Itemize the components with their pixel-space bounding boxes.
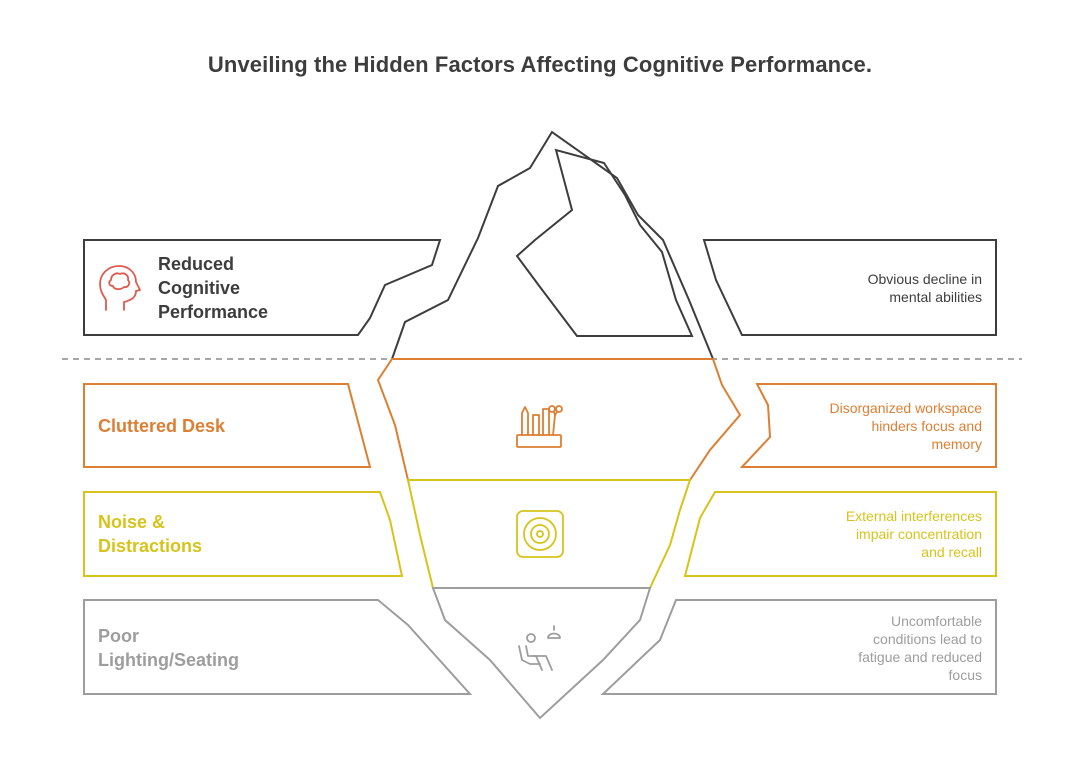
desk-organizer-icon — [516, 405, 563, 448]
diagram-title: Unveiling the Hidden Factors Affecting C… — [207, 52, 873, 77]
level-4-label: Poor Lighting/Seating — [98, 626, 239, 670]
level-1-left-box — [83, 239, 442, 336]
level-1-label: Reduced Cognitive Performance — [158, 254, 269, 322]
level-3-label: Noise & Distractions — [98, 512, 203, 556]
head-brain-icon — [99, 265, 141, 311]
level-3-description: External interferences impair concentrat… — [845, 508, 982, 560]
iceberg-segment-2 — [376, 358, 742, 481]
level-1-right-box — [702, 239, 997, 336]
iceberg-segment-3 — [406, 479, 692, 589]
iceberg-tip — [391, 130, 714, 360]
level-3-left-box — [83, 491, 404, 577]
level-3-right-box — [683, 491, 997, 577]
iceberg-segment-4 — [431, 587, 652, 720]
speaker-icon — [516, 510, 564, 558]
level-2-right-box — [739, 383, 997, 468]
level-2-left-box — [83, 383, 372, 468]
level-2-label: Cluttered Desk — [98, 416, 226, 436]
level-1-description: Obvious decline in mental abilities — [867, 271, 982, 305]
iceberg-tip-inner — [515, 148, 694, 337]
level-2-description: Disorganized workspace hinders focus and… — [829, 400, 982, 452]
level-4-right-box — [600, 599, 997, 695]
level-4-left-box — [83, 599, 473, 695]
level-4-description: Uncomfortable conditions lead to fatigue… — [858, 613, 982, 683]
person-seat-lamp-icon — [518, 625, 561, 671]
